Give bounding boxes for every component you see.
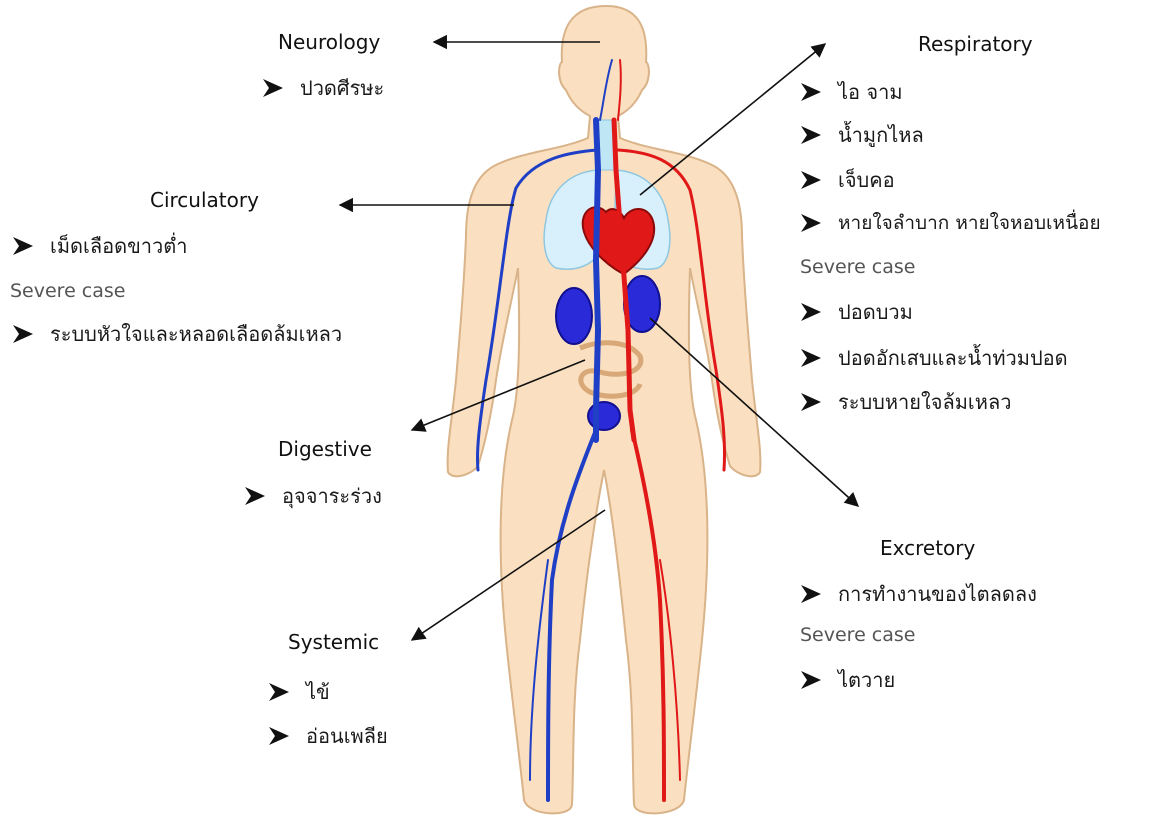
circulatory-severe-item: ระบบหัวใจและหลอดเลือดล้มเหลว bbox=[50, 318, 342, 350]
list-item: เม็ดเลือดขาวต่ำ bbox=[12, 230, 187, 262]
circulatory-severe-list: ระบบหัวใจและหลอดเลือดล้มเหลว bbox=[12, 318, 342, 350]
list-item: น้ำมูกไหล bbox=[800, 119, 924, 151]
excretory-list: การทำงานของไตลดลง bbox=[800, 578, 1037, 610]
digestive-title: Digestive bbox=[278, 437, 372, 461]
list-item: หายใจลำบาก หายใจหอบเหนื่อย bbox=[800, 208, 1101, 238]
respiratory-title: Respiratory bbox=[918, 32, 1033, 56]
respiratory-severe-label: Severe case bbox=[800, 256, 915, 278]
arrowhead-bullet-icon bbox=[12, 236, 34, 256]
respiratory-severe-row-0: ปอดบวม bbox=[800, 296, 913, 328]
list-item: ปอดอักเสบและน้ำท่วมปอด bbox=[800, 342, 1068, 374]
list-item: อุจจาระร่วง bbox=[244, 480, 382, 512]
neurology-item: ปวดศีรษะ bbox=[300, 72, 384, 104]
excretory-title: Excretory bbox=[880, 536, 975, 560]
arrowhead-bullet-icon bbox=[800, 670, 822, 690]
systemic-block: Systemic bbox=[288, 630, 379, 654]
excretory-severe-list: ไตวาย bbox=[800, 664, 895, 696]
respiratory-block: Respiratory bbox=[918, 32, 1033, 56]
neurology-block: Neurology bbox=[278, 30, 380, 54]
arrowhead-bullet-icon bbox=[800, 170, 822, 190]
arrowhead-bullet-icon bbox=[12, 324, 34, 344]
list-item: ปวดศีรษะ bbox=[262, 72, 384, 104]
respiratory-severe-item: ปอดอักเสบและน้ำท่วมปอด bbox=[838, 342, 1068, 374]
arrowhead-bullet-icon bbox=[262, 78, 284, 98]
circulatory-list: เม็ดเลือดขาวต่ำ bbox=[12, 230, 187, 262]
respiratory-item-row-3: หายใจลำบาก หายใจหอบเหนื่อย bbox=[800, 208, 1101, 238]
list-item: เจ็บคอ bbox=[800, 164, 895, 196]
systemic-title: Systemic bbox=[288, 630, 379, 654]
excretory-item: การทำงานของไตลดลง bbox=[838, 578, 1037, 610]
arrowhead-bullet-icon bbox=[800, 82, 822, 102]
respiratory-severe-item: ระบบหายใจล้มเหลว bbox=[838, 386, 1011, 418]
respiratory-severe-item: ปอดบวม bbox=[838, 296, 913, 328]
digestive-list: อุจจาระร่วง bbox=[244, 480, 382, 512]
respiratory-severe-row-1: ปอดอักเสบและน้ำท่วมปอด bbox=[800, 342, 1068, 374]
respiratory-item-row-0: ไอ จาม bbox=[800, 76, 903, 108]
systemic-list-1: ไข้ bbox=[268, 676, 330, 708]
circulatory-severe-label: Severe case bbox=[10, 280, 125, 302]
arrowhead-bullet-icon bbox=[244, 486, 266, 506]
excretory-block: Excretory bbox=[880, 536, 975, 560]
list-item: ระบบหายใจล้มเหลว bbox=[800, 386, 1011, 418]
list-item: อ่อนเพลีย bbox=[268, 720, 388, 752]
arrowhead-bullet-icon bbox=[800, 302, 822, 322]
respiratory-item-row-2: เจ็บคอ bbox=[800, 164, 895, 196]
arrowhead-bullet-icon bbox=[800, 348, 822, 368]
respiratory-item: หายใจลำบาก หายใจหอบเหนื่อย bbox=[838, 208, 1101, 238]
arrowhead-bullet-icon bbox=[800, 125, 822, 145]
list-item: ไตวาย bbox=[800, 664, 895, 696]
circulatory-item: เม็ดเลือดขาวต่ำ bbox=[50, 230, 187, 262]
circulatory-title: Circulatory bbox=[150, 188, 259, 212]
respiratory-item: น้ำมูกไหล bbox=[838, 119, 924, 151]
list-item: ไข้ bbox=[268, 676, 330, 708]
arrow-respiratory bbox=[640, 44, 825, 195]
list-item: ไอ จาม bbox=[800, 76, 903, 108]
systemic-list-2: อ่อนเพลีย bbox=[268, 720, 388, 752]
list-item: ปอดบวม bbox=[800, 296, 913, 328]
bladder-shape bbox=[588, 402, 620, 430]
neurology-list: ปวดศีรษะ bbox=[262, 72, 384, 104]
list-item: ระบบหัวใจและหลอดเลือดล้มเหลว bbox=[12, 318, 342, 350]
arrowhead-bullet-icon bbox=[268, 682, 290, 702]
respiratory-item: เจ็บคอ bbox=[838, 164, 895, 196]
respiratory-severe-row-2: ระบบหายใจล้มเหลว bbox=[800, 386, 1011, 418]
digestive-block: Digestive bbox=[278, 437, 372, 461]
circulatory-block: Circulatory bbox=[150, 188, 259, 212]
neurology-title: Neurology bbox=[278, 30, 380, 54]
excretory-severe-label: Severe case bbox=[800, 624, 915, 646]
excretory-severe-item: ไตวาย bbox=[838, 664, 895, 696]
left-kidney-shape bbox=[556, 288, 592, 344]
digestive-item: อุจจาระร่วง bbox=[282, 480, 382, 512]
respiratory-item-row-1: น้ำมูกไหล bbox=[800, 119, 924, 151]
arrowhead-bullet-icon bbox=[800, 584, 822, 604]
arrowhead-bullet-icon bbox=[800, 213, 822, 233]
arrowhead-bullet-icon bbox=[268, 726, 290, 746]
arrowhead-bullet-icon bbox=[800, 392, 822, 412]
systemic-item: ไข้ bbox=[306, 676, 330, 708]
list-item: การทำงานของไตลดลง bbox=[800, 578, 1037, 610]
respiratory-item: ไอ จาม bbox=[838, 76, 903, 108]
systemic-item: อ่อนเพลีย bbox=[306, 720, 388, 752]
